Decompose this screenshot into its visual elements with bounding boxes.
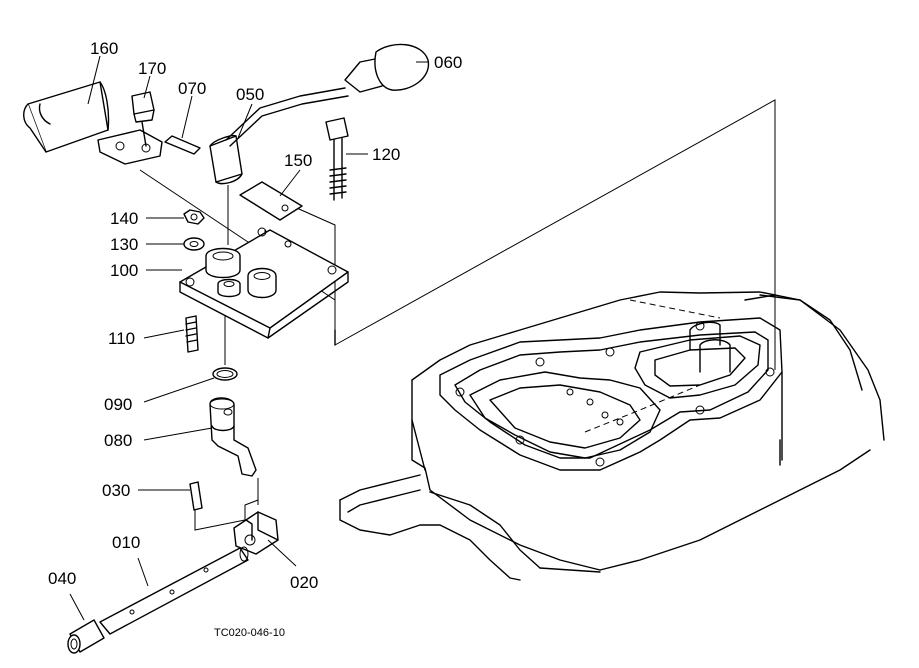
part-160-cover <box>23 81 163 165</box>
part-110-stud <box>185 315 199 353</box>
part-170-bolt <box>131 91 155 147</box>
part-140-nut <box>183 209 205 225</box>
label-140: 140 <box>110 209 138 228</box>
label-130: 130 <box>110 235 138 254</box>
label-040: 040 <box>48 569 76 588</box>
part-labels: 160 170 070 050 060 120 150 140 130 100 … <box>48 39 462 639</box>
label-060: 060 <box>434 53 462 72</box>
part-130-washer <box>183 237 205 251</box>
label-100: 100 <box>110 261 138 280</box>
figure-code: TC020-046-10 <box>214 627 285 639</box>
part-050-lever <box>209 87 349 185</box>
part-030-pin <box>189 481 203 511</box>
part-090-oring <box>212 367 238 381</box>
part-150-plate <box>239 181 303 221</box>
label-120: 120 <box>372 145 400 164</box>
transmission-housing <box>334 291 885 581</box>
part-120-bolt <box>325 117 349 201</box>
part-070-pin <box>164 135 201 155</box>
part-010-shaft <box>99 546 249 635</box>
part-080-shift-arm <box>209 397 257 477</box>
label-030: 030 <box>102 481 130 500</box>
label-010: 010 <box>112 533 140 552</box>
label-070: 070 <box>178 79 206 98</box>
label-080: 080 <box>104 431 132 450</box>
label-050: 050 <box>236 85 264 104</box>
label-170: 170 <box>138 59 166 78</box>
label-020: 020 <box>290 573 318 592</box>
label-150: 150 <box>284 151 312 170</box>
label-110: 110 <box>108 329 135 348</box>
part-100-base-plate <box>179 227 349 339</box>
part-060-knob <box>344 43 430 93</box>
leader-lines <box>69 55 428 621</box>
label-090: 090 <box>104 395 132 414</box>
label-160: 160 <box>90 39 118 58</box>
part-020-fork-block <box>233 511 279 555</box>
part-040-bushing <box>67 619 105 654</box>
